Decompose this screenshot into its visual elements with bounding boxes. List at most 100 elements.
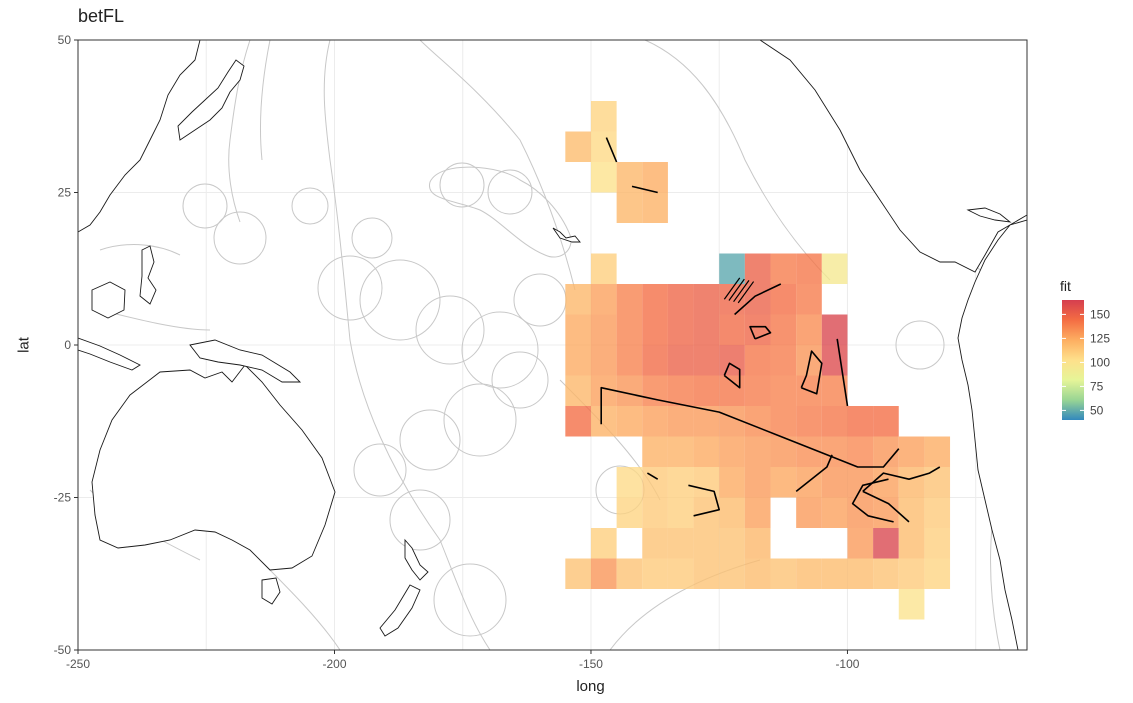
fit-tile [590, 528, 617, 559]
fit-tile [873, 528, 899, 559]
fit-tile [898, 467, 925, 498]
fit-tile [590, 162, 617, 193]
fit-tile [873, 436, 899, 467]
fit-tile [590, 131, 617, 162]
eez-boundaries [89, 40, 1027, 650]
fit-tile [821, 497, 848, 528]
fit-tile [642, 406, 668, 437]
fit-tile [667, 406, 694, 437]
fit-tile [693, 467, 720, 498]
fit-tile [847, 558, 874, 589]
fit-tile [898, 589, 925, 620]
contour-hatch [723, 277, 741, 300]
tasmania-coast [261, 577, 281, 605]
new-zealand-north [404, 538, 429, 581]
x-axis-label: long [576, 678, 605, 695]
fit-tile [821, 558, 848, 589]
fit-tile [719, 375, 745, 406]
cuba-coast [966, 207, 1012, 223]
x-tick-label: -250 [66, 657, 90, 671]
asia-coast [78, 40, 201, 233]
fit-tile [693, 558, 720, 589]
fit-tile [924, 558, 951, 589]
contour-line [734, 283, 782, 316]
fit-tile [590, 284, 617, 315]
y-tick-label: 50 [58, 33, 72, 47]
sumatra-java-coast [78, 337, 141, 371]
fit-tile [642, 497, 668, 528]
hawaii-coast [552, 227, 581, 243]
basemap [78, 40, 1027, 650]
contour-hatch [728, 278, 745, 301]
legend-colorbar [1062, 300, 1084, 420]
fit-tile [821, 436, 848, 467]
map-title: betFL [78, 6, 125, 26]
fit-tile [590, 406, 617, 437]
contour-line [836, 338, 849, 407]
contour-line [862, 490, 910, 523]
x-axis-ticks: -250-200-150-100 [66, 650, 860, 671]
fit-tile [667, 314, 694, 345]
contour-line [688, 484, 720, 517]
contour-line [795, 454, 833, 493]
fit-tile [693, 284, 720, 315]
contour-line [605, 137, 618, 163]
new-guinea-coast [189, 339, 302, 383]
fit-tile [770, 345, 797, 376]
fit-tile [796, 284, 822, 315]
fit-tile [796, 314, 822, 345]
fit-tile [719, 467, 745, 498]
fit-tile [924, 528, 951, 559]
fit-tile [667, 467, 694, 498]
fit-tile [796, 253, 822, 284]
contour-line [646, 472, 659, 480]
fit-tile [590, 314, 617, 345]
fit-tile [898, 497, 925, 528]
contour-line [862, 466, 941, 492]
fit-tile [770, 314, 797, 345]
fit-tile [667, 558, 694, 589]
fit-tile [667, 528, 694, 559]
x-tick-label: -200 [322, 657, 346, 671]
fit-tile [847, 406, 874, 437]
fit-tile [719, 558, 745, 589]
fit-tile [642, 558, 668, 589]
fit-tile [821, 406, 848, 437]
coastlines [78, 40, 1027, 650]
americas-coast [759, 40, 1027, 650]
y-axis-label: lat [15, 337, 33, 353]
fit-tile [642, 436, 668, 467]
fit-tile [565, 284, 591, 315]
fit-tile [796, 558, 822, 589]
fit-tile [616, 284, 643, 315]
fit-tile [565, 345, 591, 376]
fit-tile [719, 314, 745, 345]
fit-tile [821, 314, 848, 345]
fit-tile [770, 284, 797, 315]
fit-tile [667, 497, 694, 528]
fit-tile [693, 528, 720, 559]
fit-tile [796, 406, 822, 437]
fit-tiles [565, 101, 951, 620]
contour-line [749, 325, 772, 340]
fit-tile [744, 467, 771, 498]
fit-tile [565, 131, 591, 162]
fit-tile [847, 497, 874, 528]
legend-tick-label: 150 [1090, 307, 1110, 321]
fit-tile [667, 375, 694, 406]
fit-tile [565, 375, 591, 406]
contour-line [723, 362, 741, 389]
contour-hatch [737, 281, 755, 304]
fit-tile [616, 558, 643, 589]
contour-line [600, 386, 900, 468]
x-tick-label: -150 [579, 657, 603, 671]
y-tick-label: 0 [64, 338, 71, 352]
fit-tile [565, 406, 591, 437]
contour-line [800, 350, 823, 395]
legend-tick-label: 50 [1090, 403, 1104, 417]
fit-tile [642, 192, 668, 223]
fit-tile [924, 436, 951, 467]
fit-tile [693, 345, 720, 376]
